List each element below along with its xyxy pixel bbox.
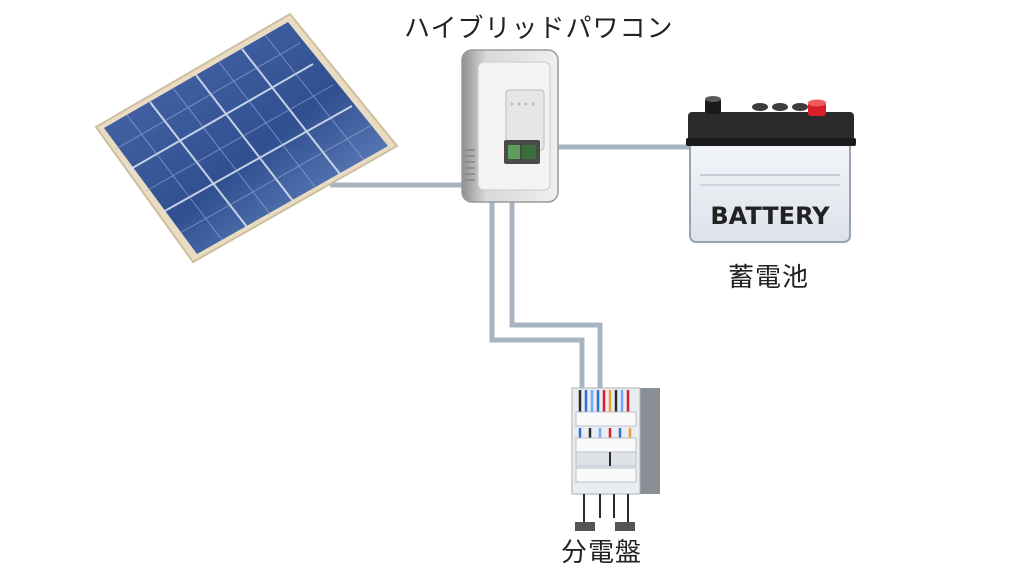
battery-icon: BATTERY bbox=[686, 96, 856, 243]
battery-label: 蓄電池 bbox=[728, 263, 810, 293]
distribution-board-label: 分電盤 bbox=[561, 538, 643, 568]
cable-inverter-to-board-2 bbox=[509, 200, 603, 388]
battery-text: BATTERY bbox=[710, 202, 830, 230]
hybrid-inverter-icon bbox=[461, 49, 559, 203]
distribution-board-icon bbox=[571, 387, 660, 531]
solar-panel-icon bbox=[94, 12, 399, 264]
cable-inverter-to-board-1 bbox=[489, 200, 585, 388]
inverter-label: ハイブリッドパワコン bbox=[404, 14, 674, 44]
cables bbox=[330, 144, 690, 388]
